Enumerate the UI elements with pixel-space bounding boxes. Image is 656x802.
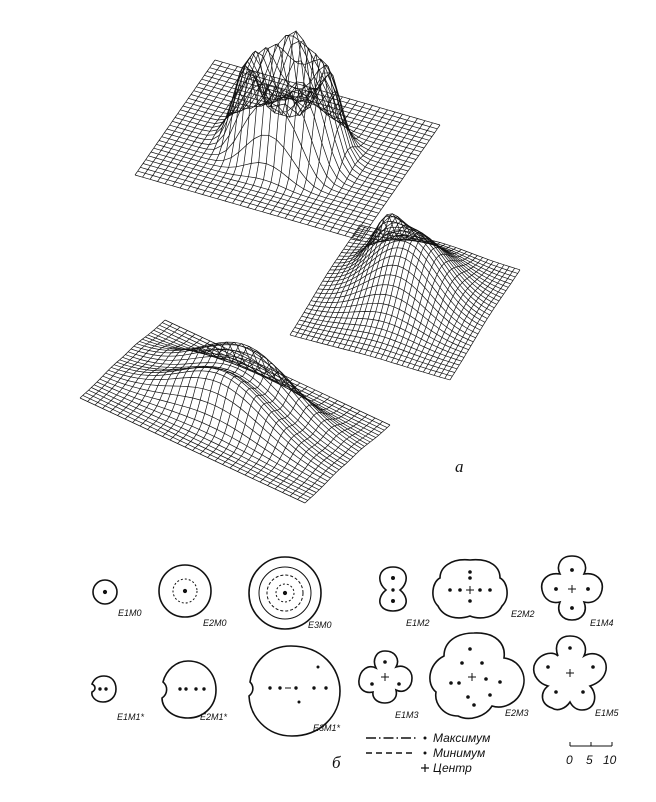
mode-e2m2 xyxy=(432,558,508,619)
mode-label-e2m0: E2M0 xyxy=(203,618,227,628)
mode-label-e1m4: E1M4 xyxy=(590,618,614,628)
mode-e2m0 xyxy=(158,564,212,618)
mode-e2m3 xyxy=(429,632,525,720)
legend-minimum-label: Минимум xyxy=(433,746,485,760)
mode-e3m1-star xyxy=(248,645,341,737)
mode-e1m3 xyxy=(358,650,413,704)
mode-e1m0 xyxy=(92,579,118,605)
mode-label-e2m2: E2M2 xyxy=(511,609,535,619)
legend: Максимум Минимум Центр xyxy=(366,731,490,775)
mode-e1m2 xyxy=(379,566,407,612)
legend-maximum-label: Максимум xyxy=(433,731,490,745)
scale-tick-0: 0 xyxy=(566,753,573,767)
mode-e1m1-star xyxy=(90,675,117,703)
mode-label-e1m1-star: E1M1* xyxy=(117,712,145,722)
panel-b-label: б xyxy=(332,753,341,772)
mode-label-e2m1-star: E2M1* xyxy=(200,712,228,722)
mode-e1m5 xyxy=(532,635,607,711)
mode-e1m4 xyxy=(540,555,604,621)
mode-e2m1-star xyxy=(161,660,217,719)
mode-label-e2m3: E2M3 xyxy=(505,708,529,718)
mode-label-e1m3: E1M3 xyxy=(395,710,419,720)
mode-e3m0 xyxy=(248,556,322,630)
scale-tick-10: 10 xyxy=(603,753,617,767)
surface-plot-right xyxy=(289,213,521,381)
surface-plot-top xyxy=(134,30,441,241)
mode-label-e3m0: E3M0 xyxy=(308,620,332,630)
legend-center-label: Центр xyxy=(433,761,472,775)
scale-tick-5: 5 xyxy=(586,753,593,767)
scale-bar xyxy=(569,742,613,747)
surface-plot-left xyxy=(79,319,391,504)
mode-label-e3m1-star: E3M1* xyxy=(313,723,341,733)
mode-label-e1m5: E1M5 xyxy=(595,708,620,718)
legend-center-marker xyxy=(421,764,429,772)
panel-a-label: a xyxy=(455,457,464,476)
mode-label-e1m0: E1M0 xyxy=(118,608,142,618)
mode-label-e1m2: E1M2 xyxy=(406,618,430,628)
